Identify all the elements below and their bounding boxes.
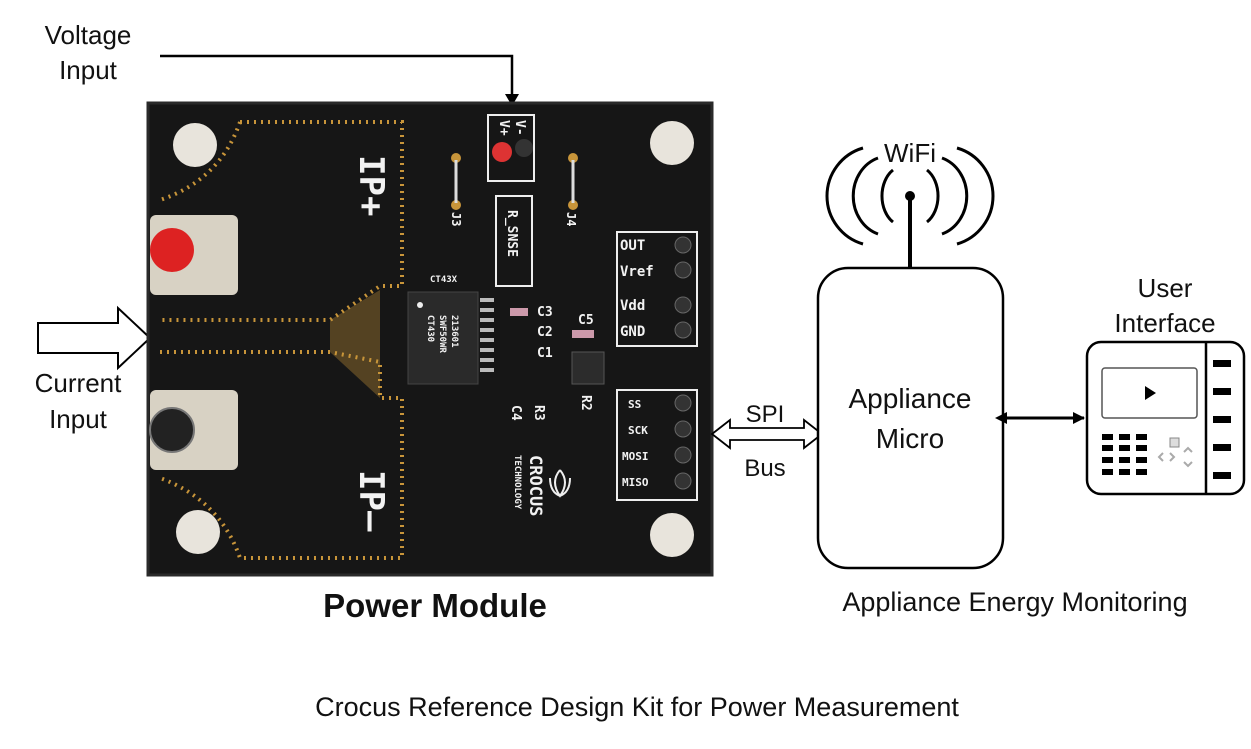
current-input-label-2: Input <box>49 404 108 434</box>
appliance-micro-label-2: Micro <box>876 423 944 454</box>
voltage-input-label-2: Input <box>59 55 118 85</box>
pcb-r3: R3 <box>531 405 546 421</box>
appliance-energy-monitoring-label: Appliance Energy Monitoring <box>842 587 1187 617</box>
pcb-v-plus: V+ <box>496 120 511 136</box>
pcb-r-snse: R_SNSE <box>504 210 519 257</box>
pcb-ip-minus: IP— <box>351 470 391 532</box>
power-module-pcb: IP+ IP— V- V+ J3 J4 R_SNSE CT43X CT430 S… <box>146 101 714 577</box>
appliance-micro-box <box>816 266 1005 570</box>
chip-marking-1: CT430 <box>425 315 435 342</box>
wifi-label: WiFi <box>884 138 936 168</box>
voltage-input-arrow <box>160 54 514 100</box>
pcb-v-minus: V- <box>512 120 527 136</box>
appliance-micro-label-1: Appliance <box>849 383 972 414</box>
pcb-c2: C2 <box>537 325 553 340</box>
nav-arrows-icon <box>1157 446 1193 468</box>
play-icon <box>1145 386 1156 400</box>
pcb-vref: Vref <box>620 264 654 280</box>
pcb-gnd: GND <box>620 324 645 340</box>
user-interface-device <box>1085 340 1246 496</box>
keypad-icon <box>1102 360 1231 479</box>
red-screw-icon <box>150 228 194 272</box>
select-button-icon <box>1169 437 1180 448</box>
chip-marking-3: 213601 <box>449 315 459 348</box>
pcb-brand-technology: TECHNOLOGY <box>512 455 522 510</box>
voltage-input-label-1: Voltage <box>45 20 132 50</box>
mounting-hole <box>650 121 694 165</box>
pcb-c5: C5 <box>578 313 594 328</box>
mounting-hole <box>173 123 217 167</box>
pcb-c4: C4 <box>508 405 523 421</box>
pcb-j3: J3 <box>449 212 463 226</box>
mounting-hole <box>650 513 694 557</box>
mounting-hole <box>176 510 220 554</box>
wifi-icon <box>825 146 995 246</box>
pcb-brand-crocus: CROCUS <box>525 455 545 516</box>
pcb-j4: J4 <box>564 212 578 226</box>
black-screw-icon <box>149 407 195 453</box>
pcb-c3: C3 <box>537 305 553 320</box>
pcb-out: OUT <box>620 238 645 254</box>
pcb-sck: SCK <box>628 424 648 437</box>
pcb-c1: C1 <box>537 346 553 361</box>
bus-label: Bus <box>744 455 785 482</box>
user-interface-label-2: Interface <box>1114 308 1215 338</box>
user-interface-label-1: User <box>1138 273 1193 303</box>
voltage-arrowhead-icon <box>505 94 519 106</box>
current-input-arrow <box>37 305 152 371</box>
crocus-logo-icon <box>549 469 571 498</box>
pcb-vdd: Vdd <box>620 298 645 314</box>
spi-label: SPI <box>746 401 785 428</box>
chip-marking-2: SWF50WR <box>437 315 447 354</box>
power-module-label: Power Module <box>323 587 547 624</box>
pcb-ip-plus: IP+ <box>351 155 391 216</box>
pcb-chip-family: CT43X <box>430 275 458 285</box>
current-input-label-1: Current <box>35 368 122 398</box>
pcb-ss: SS <box>628 398 641 411</box>
pcb-miso: MISO <box>622 476 649 489</box>
pcb-r2: R2 <box>578 395 593 411</box>
pcb-mosi: MOSI <box>622 450 649 463</box>
figure-caption: Crocus Reference Design Kit for Power Me… <box>315 692 959 722</box>
